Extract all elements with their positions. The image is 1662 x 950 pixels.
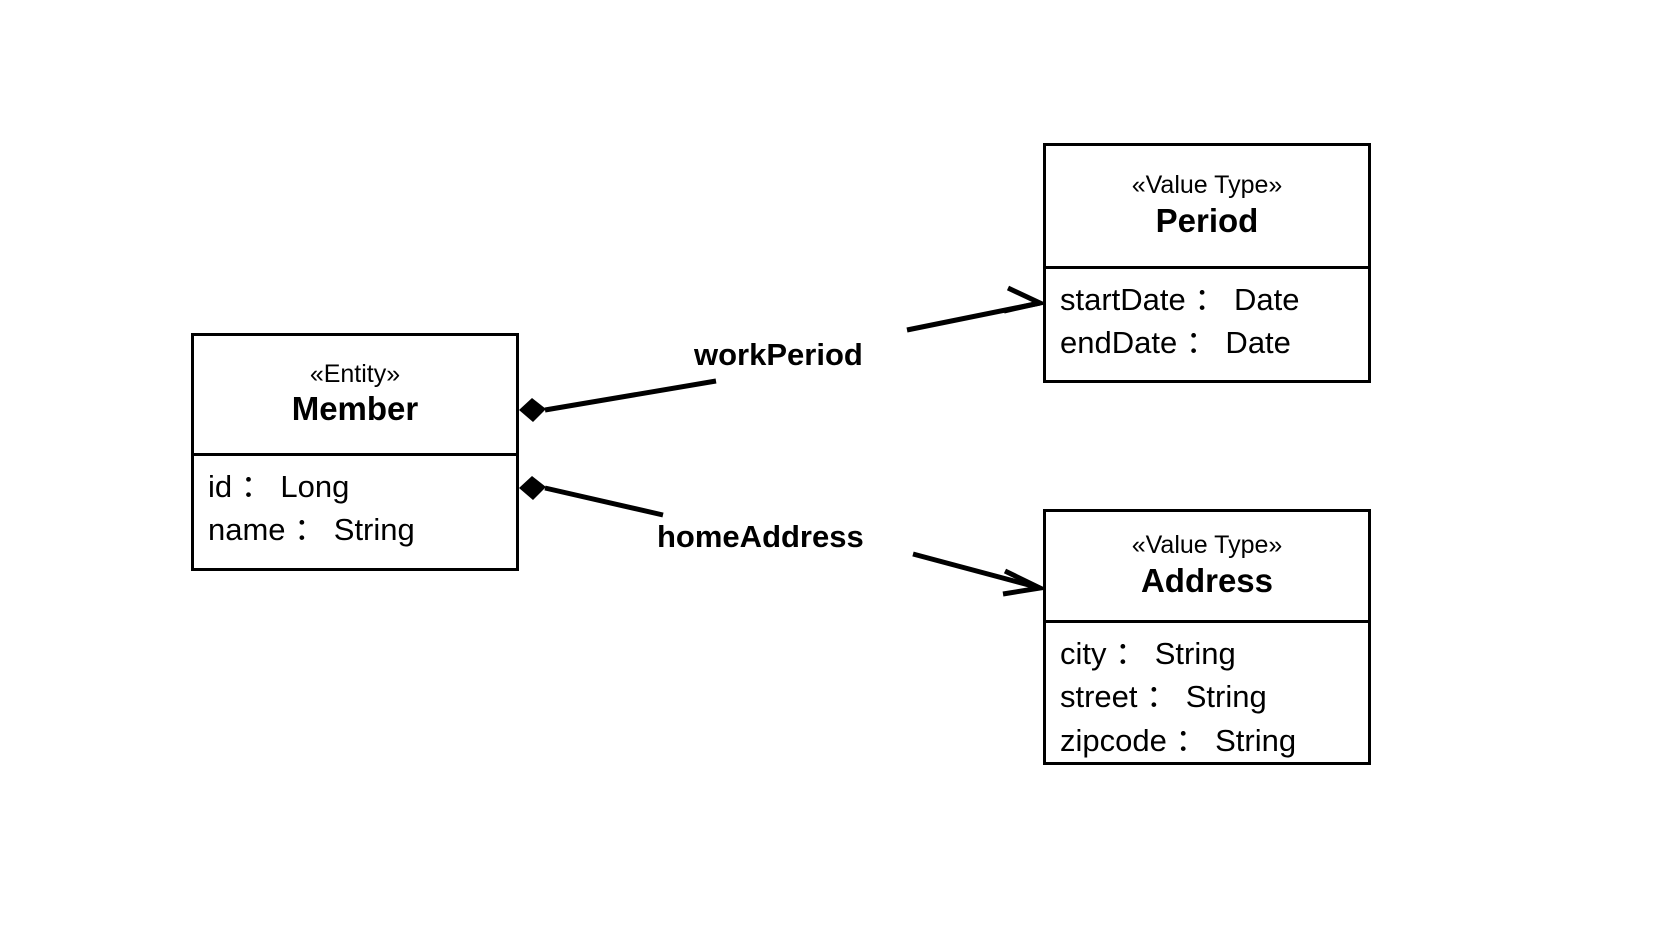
uml-class-address-name: Address [1140, 561, 1274, 599]
uml-attribute-row: street ： String [1060, 679, 1267, 715]
uml-class-member-header: «Entity» Member [194, 336, 516, 453]
uml-class-period-divider [1046, 266, 1368, 269]
uml-class-period[interactable]: «Value Type» Period startDate ： Date end… [1043, 143, 1371, 383]
uml-class-period-name: Period [1155, 201, 1259, 239]
uml-class-member[interactable]: «Entity» Member id ： Long name ： String [191, 333, 519, 571]
home-address-line-left [544, 485, 664, 518]
uml-attribute-row: zipcode ： String [1060, 722, 1297, 758]
association-label-home-address: homeAddress [653, 521, 868, 552]
work-period-open-arrow-icon [1003, 285, 1048, 314]
uml-class-address[interactable]: «Value Type» Address city ： String stree… [1043, 509, 1371, 765]
uml-class-period-header: «Value Type» Period [1046, 146, 1368, 266]
uml-class-period-attributes: startDate ： Date endDate ： Date [1046, 269, 1368, 380]
uml-class-address-attributes: city ： String street ： String zipcode ： … [1046, 623, 1368, 762]
uml-class-address-header: «Value Type» Address [1046, 512, 1368, 620]
home-address-open-arrow-icon [1002, 568, 1049, 597]
uml-class-member-stereotype: «Entity» [309, 359, 401, 388]
home-address-composition-diamond-icon [519, 476, 546, 500]
uml-attribute-row: name ： String [208, 512, 415, 548]
work-period-line-right [906, 300, 1041, 333]
uml-class-address-divider [1046, 619, 1368, 623]
home-address-line-right [912, 551, 1041, 591]
uml-class-address-stereotype: «Value Type» [1131, 531, 1283, 560]
uml-attribute-row: startDate ： Date [1060, 282, 1300, 317]
uml-class-member-divider [194, 453, 516, 456]
uml-class-period-stereotype: «Value Type» [1131, 171, 1283, 200]
uml-class-member-name: Member [291, 390, 419, 428]
association-label-work-period: workPeriod [690, 339, 867, 370]
work-period-line-left [544, 378, 717, 413]
uml-attribute-row: id ： Long [208, 469, 350, 504]
uml-class-member-attributes: id ： Long name ： String [194, 456, 516, 568]
uml-attribute-row: city ： String [1060, 635, 1236, 671]
work-period-composition-diamond-icon [519, 398, 546, 422]
uml-attribute-row: endDate ： Date [1060, 325, 1291, 361]
